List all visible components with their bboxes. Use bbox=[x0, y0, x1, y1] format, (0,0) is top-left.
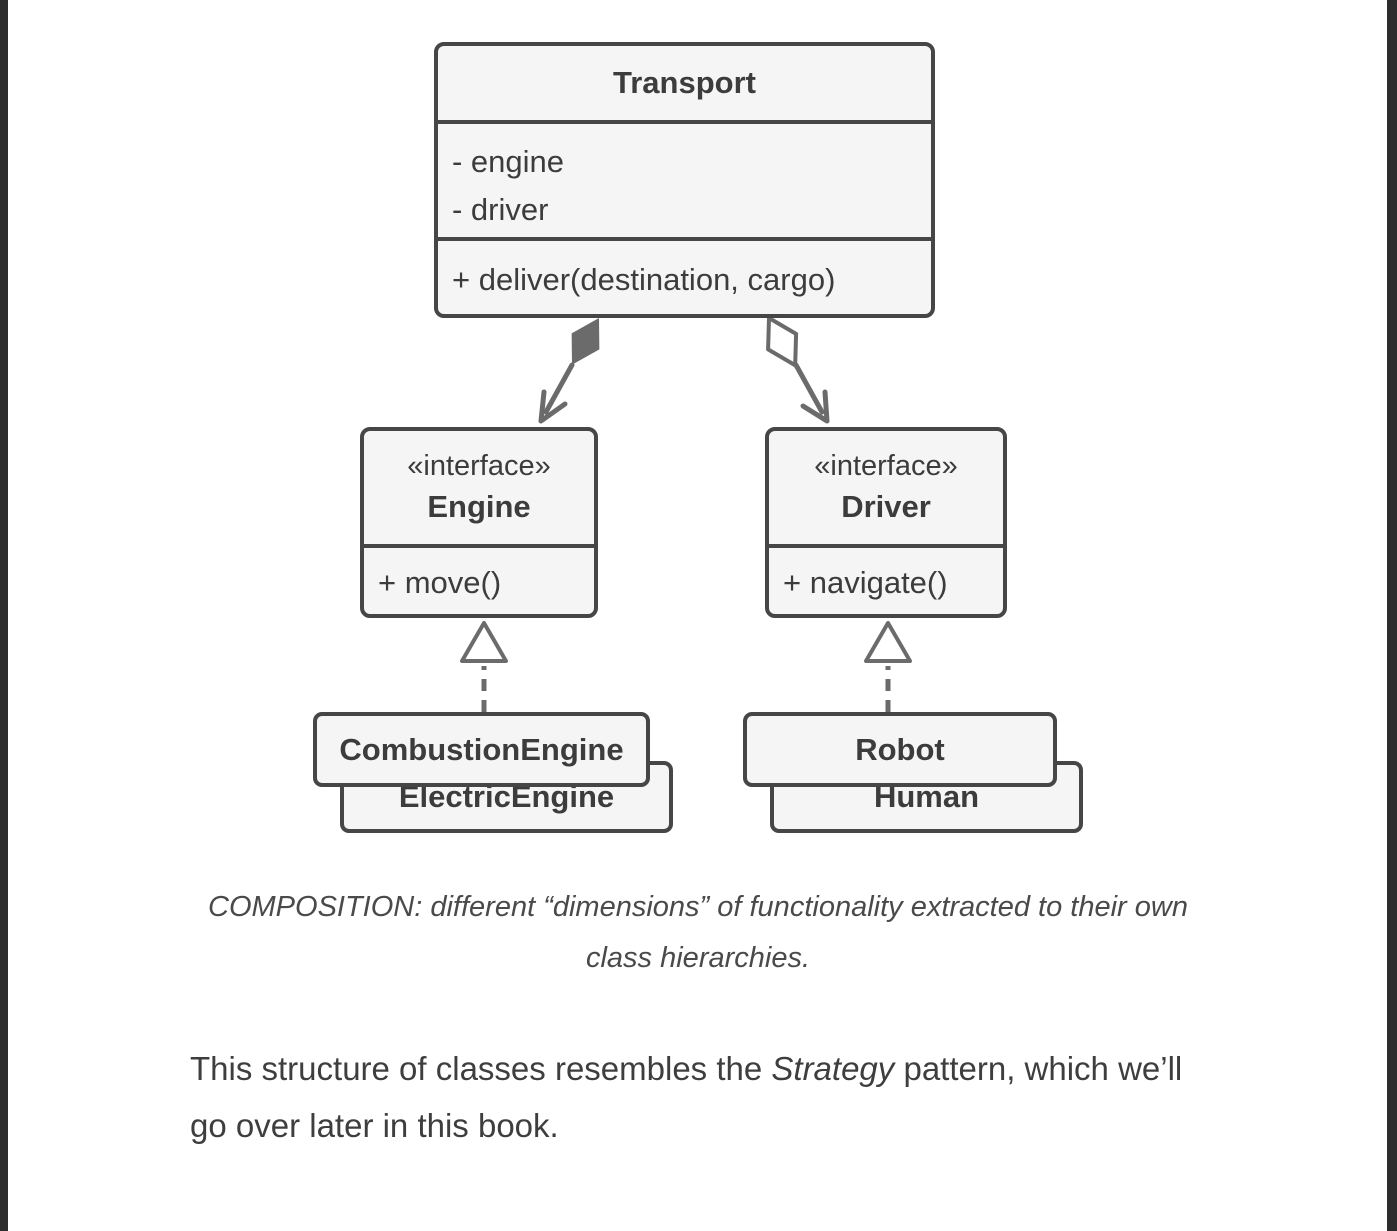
class-fields-transport: - engine - driver bbox=[438, 120, 931, 237]
method-navigate: + navigate() bbox=[783, 565, 948, 600]
composition-arrow-icon bbox=[538, 318, 600, 424]
page-edge-right bbox=[1387, 0, 1397, 1231]
class-title-transport: Transport bbox=[613, 65, 756, 100]
paragraph-italic-strategy: Strategy bbox=[771, 1050, 895, 1087]
method-move: + move() bbox=[378, 565, 502, 600]
class-card-robot: Robot bbox=[743, 712, 1057, 787]
stereotype-label: «interface» bbox=[407, 450, 551, 482]
body-paragraph: This structure of classes resembles the … bbox=[190, 1040, 1225, 1154]
interface-name-engine: Engine bbox=[427, 489, 531, 524]
realization-arrow-left-icon bbox=[460, 621, 508, 712]
class-box-transport: Transport - engine - driver + deliver(de… bbox=[434, 42, 935, 318]
class-methods-transport: + deliver(destination, cargo) bbox=[438, 237, 931, 318]
page-edge-left bbox=[0, 0, 8, 1231]
interface-box-engine: «interface» Engine + move() bbox=[360, 427, 598, 618]
figure-caption: COMPOSITION: different “dimensions” of f… bbox=[208, 891, 1188, 974]
interface-title-driver: «interface» Driver bbox=[769, 431, 1003, 544]
field-driver: - driver bbox=[452, 192, 549, 227]
interface-methods-engine: + move() bbox=[364, 544, 594, 618]
method-deliver: + deliver(destination, cargo) bbox=[452, 261, 836, 297]
interface-title-engine: «interface» Engine bbox=[364, 431, 594, 544]
paragraph-text-before: This structure of classes resembles the bbox=[190, 1050, 772, 1087]
field-engine: - engine bbox=[452, 144, 565, 179]
interface-box-driver: «interface» Driver + navigate() bbox=[765, 427, 1007, 618]
interface-name-driver: Driver bbox=[841, 489, 931, 524]
aggregation-arrow-icon bbox=[766, 316, 830, 424]
interface-methods-driver: + navigate() bbox=[769, 544, 1003, 618]
paragraph-text-after: pattern, which we’ll go over later in th… bbox=[190, 1050, 1183, 1144]
realization-arrow-right-icon bbox=[864, 621, 912, 712]
stereotype-label: «interface» bbox=[814, 450, 958, 482]
class-card-combustion-engine: CombustionEngine bbox=[313, 712, 650, 787]
